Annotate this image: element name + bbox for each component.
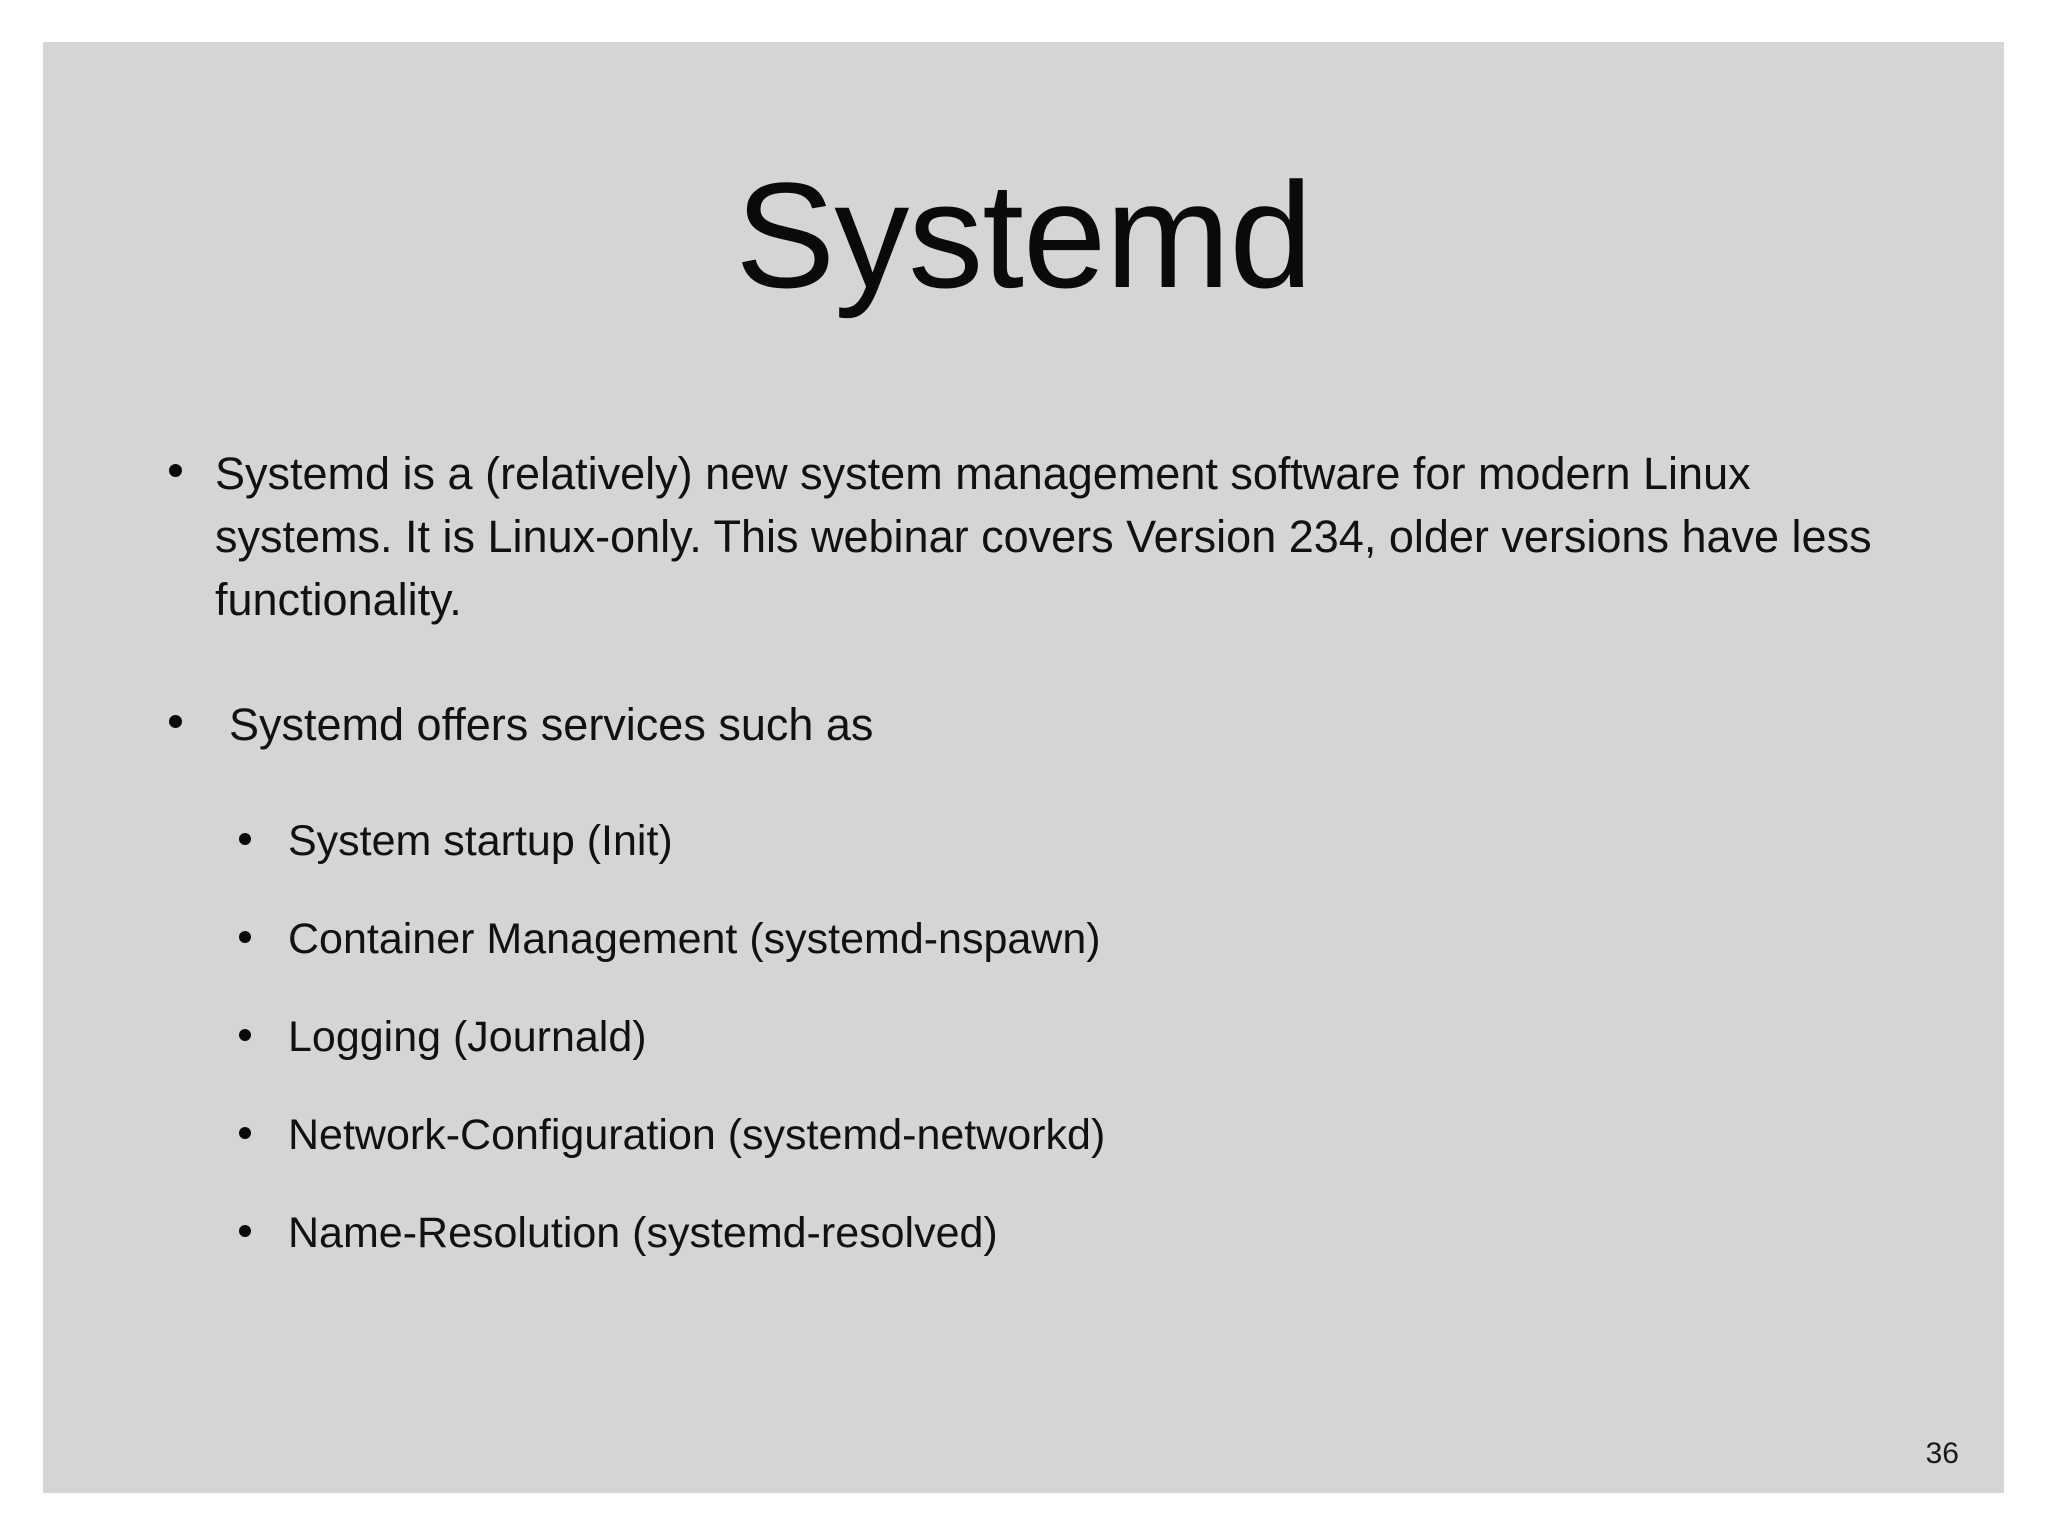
page-number: 36: [1925, 1437, 1959, 1470]
bullet-text: Logging (Journald): [288, 1013, 647, 1061]
spacer: [43, 1165, 2004, 1203]
bullet-dot-icon: [169, 715, 182, 728]
bullet-text: System startup (Init): [288, 817, 673, 865]
bullet-item-level2: System startup (Init): [43, 811, 2004, 871]
bullet-text: Systemd is a (relatively) new system man…: [215, 448, 1872, 625]
bullet-item-level2: Logging (Journald): [43, 1007, 2004, 1067]
bullet-dot-icon: [239, 1127, 251, 1139]
spacer: [43, 756, 2004, 811]
bullet-item-level2: Name-Resolution (systemd-resolved): [43, 1203, 2004, 1263]
slide-title: Systemd: [735, 151, 1313, 319]
bullet-item-level1: Systemd offers services such as: [43, 693, 2004, 756]
bullet-item-level2: Network-Configuration (systemd-networkd): [43, 1105, 2004, 1165]
bullet-dot-icon: [239, 1029, 251, 1041]
slide-canvas: Systemd Systemd is a (relatively) new sy…: [43, 42, 2004, 1493]
spacer: [43, 969, 2004, 1007]
bullet-item-level2: Container Management (systemd-nspawn): [43, 909, 2004, 969]
spacer: [43, 871, 2004, 909]
bullet-text: Name-Resolution (systemd-resolved): [288, 1209, 998, 1257]
bullet-text: Systemd offers services such as: [229, 699, 874, 750]
slide-body: Systemd is a (relatively) new system man…: [43, 442, 2004, 1263]
bullet-text: Container Management (systemd-nspawn): [288, 915, 1101, 963]
spacer: [43, 1067, 2004, 1105]
bullet-text: Network-Configuration (systemd-networkd): [288, 1111, 1106, 1159]
bullet-dot-icon: [169, 464, 182, 477]
bullet-item-level1: Systemd is a (relatively) new system man…: [43, 442, 2004, 631]
bullet-dot-icon: [239, 1225, 251, 1237]
bullet-dot-icon: [239, 931, 251, 943]
spacer: [43, 631, 2004, 693]
bullet-dot-icon: [239, 833, 251, 845]
